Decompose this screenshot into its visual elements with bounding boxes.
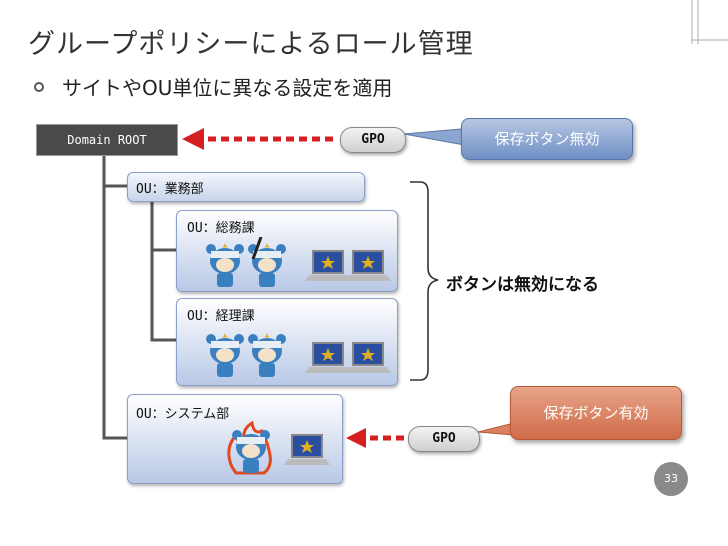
laptop-icon [345, 250, 391, 281]
ou-gyomubu: OU：業務部 [127, 172, 365, 202]
page-number: 33 [654, 462, 688, 496]
user-icon [206, 243, 244, 287]
ou-system-bu: OU：システム部 [127, 394, 343, 484]
corner-decoration [691, 0, 728, 44]
laptop-icon [305, 250, 351, 281]
laptop-icon [345, 342, 391, 373]
callout-save-disabled: 保存ボタン無効 [461, 118, 633, 160]
bullet-marker [34, 82, 44, 92]
user-icon [248, 243, 286, 287]
user-icon [206, 333, 244, 377]
ou-keirika-label: OU：経理課 [187, 309, 255, 324]
user-pc-icons [206, 333, 391, 377]
ou-keirika: OU：経理課 [176, 298, 398, 386]
laptop-icon [305, 342, 351, 373]
ou-system-bu-label: OU：システム部 [136, 407, 230, 422]
user-icon [248, 333, 286, 377]
user-icon [232, 430, 270, 473]
gpo-top-badge: GPO [340, 127, 406, 153]
brace-label: ボタンは無効になる [446, 275, 599, 295]
bullet-text: サイトやOU単位に異なる設定を適用 [62, 76, 393, 100]
domain-root-node: Domain ROOT [36, 124, 178, 156]
gpo-bottom-badge: GPO [408, 426, 480, 452]
ou-gyomubu-label: OU：業務部 [136, 182, 204, 197]
callout-save-enabled: 保存ボタン有効 [510, 386, 682, 440]
ou-soumuka: OU：総務課 [176, 210, 398, 292]
laptop-icon [284, 434, 330, 465]
user-pc-icons [206, 237, 391, 287]
ou-soumuka-label: OU：総務課 [187, 221, 255, 236]
user-pc-icons [227, 421, 330, 475]
slide-title: グループポリシーによるロール管理 [28, 29, 474, 60]
